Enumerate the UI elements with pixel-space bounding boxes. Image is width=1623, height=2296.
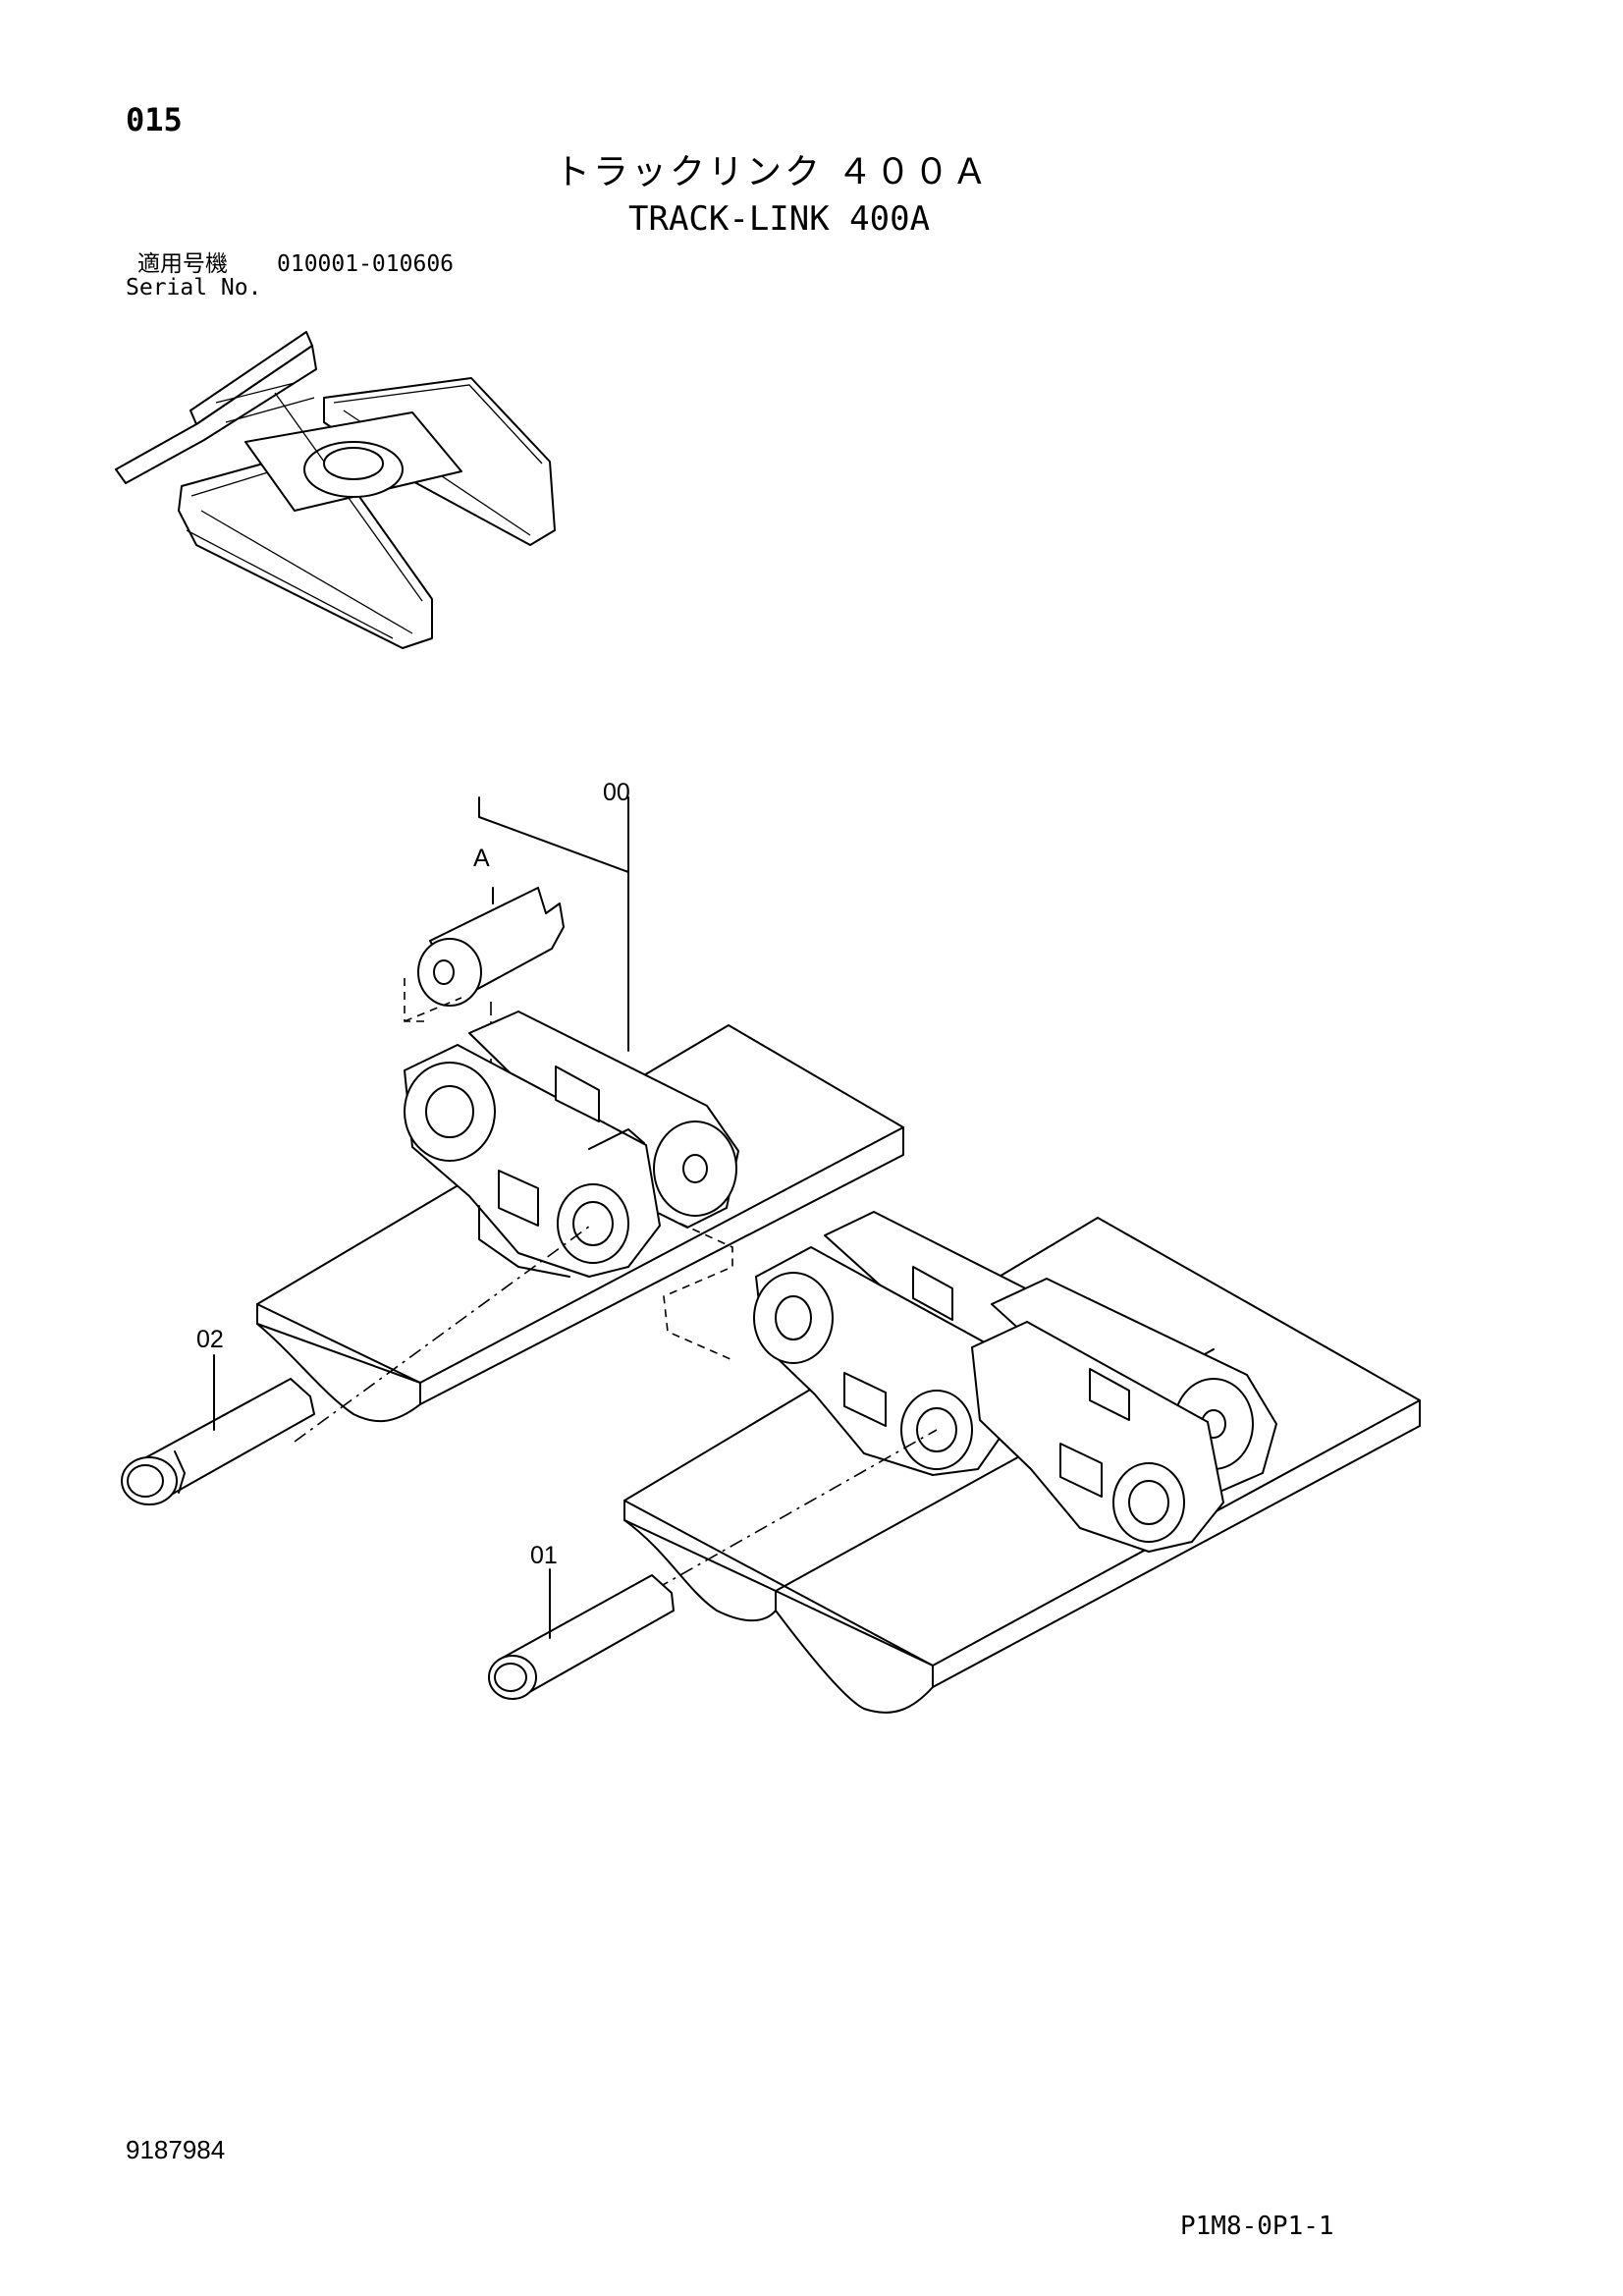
pin-02 <box>121 1378 315 1505</box>
leader-00 <box>478 796 629 1052</box>
serial-range: 010001-010606 <box>277 251 455 277</box>
detail-A-boundary <box>404 978 462 1022</box>
page-number: 015 <box>126 101 183 138</box>
pin-01 <box>488 1574 675 1700</box>
track-link-upper <box>404 1011 739 1278</box>
dashed-connection <box>663 1217 733 1360</box>
title-english: TRACK-LINK 400A <box>628 199 931 239</box>
drawing-number: 9187984 <box>126 2135 226 2164</box>
bushing-A <box>417 887 565 1007</box>
callout-A: A <box>473 845 490 872</box>
serial-label-japanese: 適用号機 <box>137 251 228 277</box>
title-japanese: トラックリンク ４００Ａ <box>555 152 991 192</box>
callout-01: 01 <box>530 1542 558 1569</box>
page-code: P1M8-0P1-1 <box>1180 2212 1334 2241</box>
centerline-02 <box>294 1223 594 1443</box>
callout-02: 02 <box>196 1326 224 1353</box>
serial-label-english: Serial No. <box>126 275 262 301</box>
callout-00: 00 <box>603 779 630 806</box>
centerline-01 <box>655 1429 938 1590</box>
track-link-lower <box>753 1211 1277 1553</box>
